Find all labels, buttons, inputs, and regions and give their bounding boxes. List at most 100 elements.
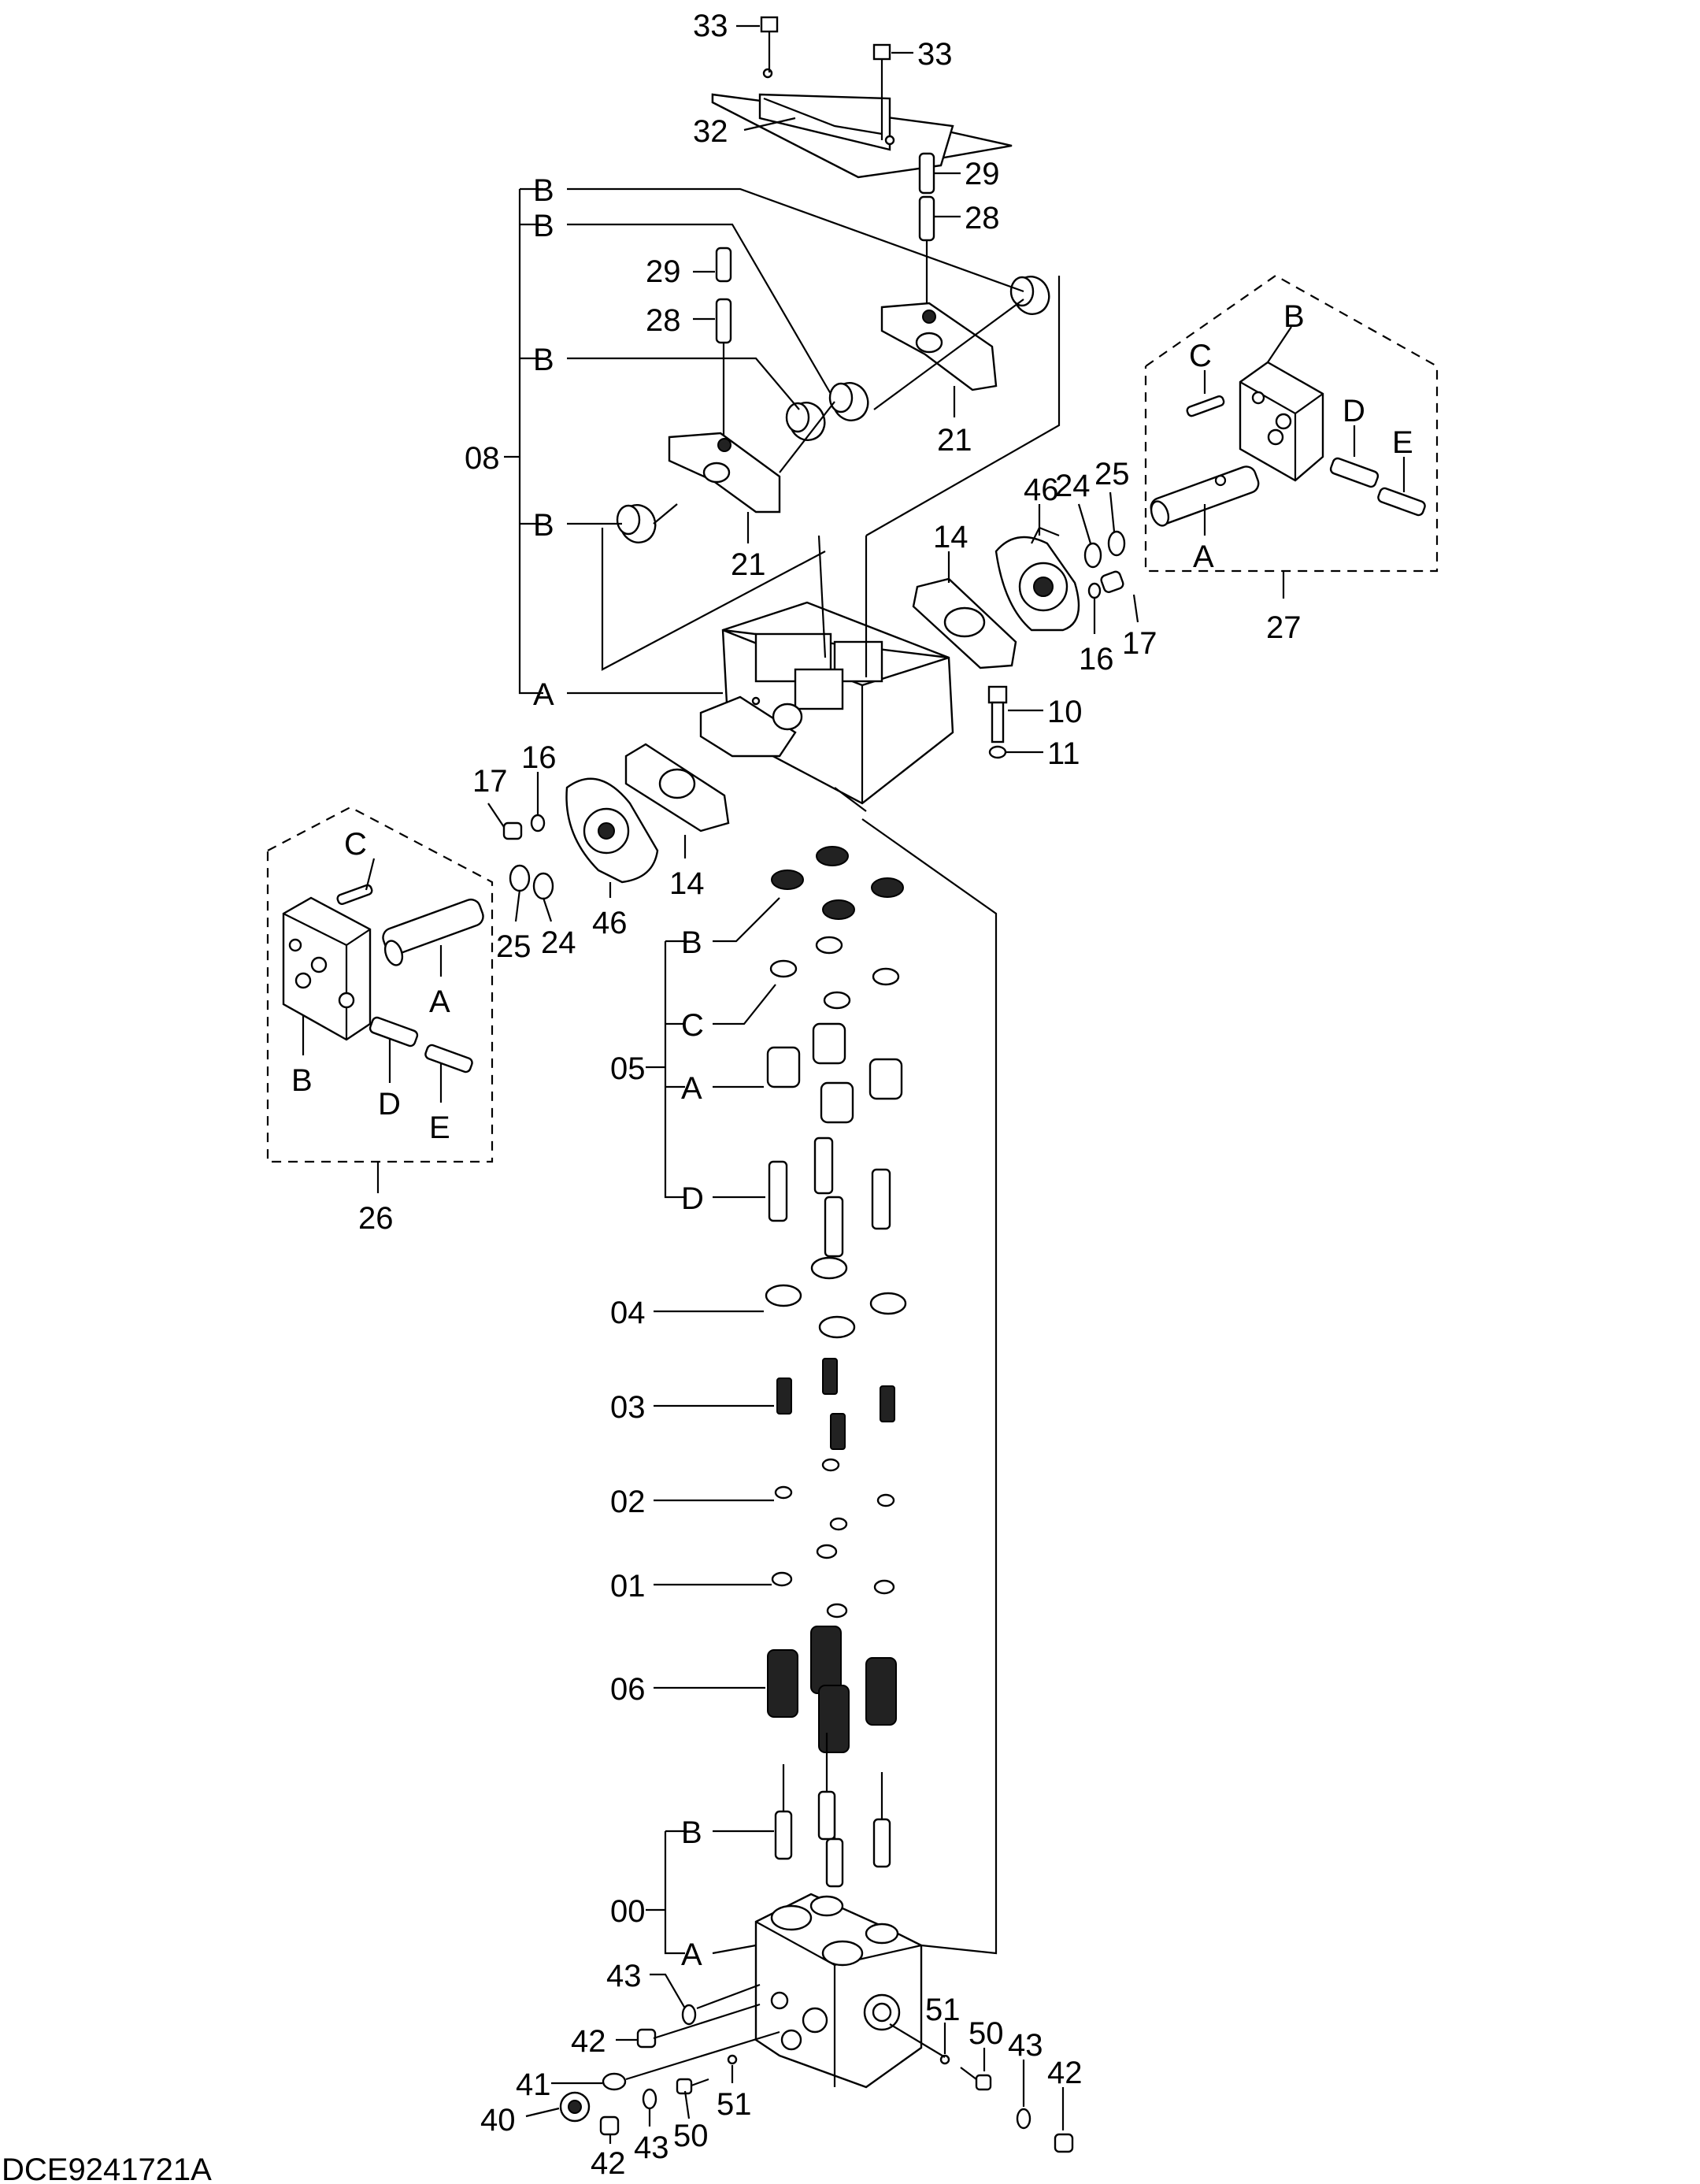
label-08-A: A [533, 677, 554, 712]
label-26-B: B [291, 1063, 313, 1098]
seat-04 [765, 1256, 907, 1339]
washer-16-left [530, 814, 546, 832]
bolt-33-left [760, 16, 779, 72]
seal-43-right [1016, 2108, 1031, 2130]
washer-11 [988, 745, 1007, 759]
label-42-lower-left: 42 [591, 2146, 626, 2181]
label-06: 06 [610, 1672, 646, 1707]
bushing-left-upper [785, 402, 826, 441]
plug-42-right [1054, 2133, 1074, 2153]
label-08: 08 [465, 441, 500, 476]
ball-51-left [727, 2054, 738, 2065]
label-24-left: 24 [541, 925, 576, 960]
cover-plate-32 [711, 68, 1013, 179]
label-33-left: 33 [693, 9, 728, 43]
label-26-E: E [429, 1111, 450, 1145]
label-14-left: 14 [669, 866, 705, 901]
pin-27-C [1186, 395, 1225, 417]
plate-14-left [624, 743, 730, 832]
label-42-right: 42 [1047, 2056, 1083, 2090]
drawing-id: DCE9241721A [2, 2152, 212, 2184]
label-11: 11 [1047, 736, 1080, 771]
label-50-right: 50 [969, 2016, 1004, 2051]
seal-41 [602, 2072, 627, 2091]
label-50-left: 50 [673, 2119, 709, 2153]
label-16-left: 16 [521, 740, 557, 775]
bushing-mid [828, 382, 869, 421]
label-27-D: D [1343, 394, 1365, 428]
label-27: 27 [1266, 610, 1302, 645]
label-05-A: A [681, 1071, 702, 1106]
label-46-left: 46 [592, 906, 628, 940]
valve-body-00-A [754, 1893, 923, 2089]
pin-27-E [1377, 487, 1426, 517]
label-00-B: B [681, 1815, 702, 1850]
label-05-C: C [681, 1008, 704, 1043]
spring-03 [776, 1358, 895, 1450]
spring-06 [767, 1626, 897, 1753]
label-02: 02 [610, 1485, 646, 1519]
label-27-E: E [1392, 425, 1413, 460]
bushing-upper-right [1009, 276, 1050, 315]
block-26-B [282, 896, 372, 1041]
cam-plate-21-left [668, 432, 781, 514]
block-27-B [1239, 361, 1324, 482]
label-28-left: 28 [646, 303, 681, 338]
label-26-C: C [344, 827, 367, 862]
cam-plate-21-right [880, 302, 998, 391]
label-29-left: 29 [646, 254, 681, 289]
ball-51-right [939, 2054, 950, 2065]
washer-05-C [769, 936, 900, 1010]
bolt-33-right [872, 43, 891, 140]
plug-40 [559, 2091, 591, 2123]
seal-43-left [681, 2004, 697, 2026]
plug-42-left-upper [636, 2028, 657, 2049]
label-05-B: B [681, 925, 702, 960]
label-26: 26 [358, 1201, 394, 1236]
label-41: 41 [516, 2067, 551, 2102]
label-00: 00 [610, 1894, 646, 1929]
label-16-right: 16 [1079, 642, 1114, 677]
label-25-right: 25 [1094, 457, 1130, 491]
screw-17-left [502, 821, 523, 840]
cover-46-left [565, 777, 659, 884]
casing-08-A [699, 601, 954, 812]
shaft-26-A [382, 898, 484, 966]
pin-29-upper [918, 152, 935, 195]
label-14-right: 14 [933, 520, 969, 554]
pin-26-D [369, 1016, 419, 1048]
label-40: 40 [480, 2103, 516, 2138]
label-27-A: A [1193, 540, 1214, 574]
label-17-right: 17 [1122, 626, 1157, 661]
pin-26-E [424, 1044, 473, 1073]
cover-46-right [994, 526, 1080, 632]
pusher-05-D [768, 1136, 891, 1258]
label-05-D: D [681, 1181, 704, 1216]
label-27-C: C [1189, 339, 1212, 373]
label-03: 03 [610, 1390, 646, 1425]
label-08-B1: B [533, 173, 554, 208]
label-04: 04 [610, 1296, 646, 1330]
pin-28-left [715, 298, 732, 441]
label-43-right: 43 [1008, 2028, 1043, 2063]
label-32: 32 [693, 114, 728, 149]
bushing-left-lower [616, 504, 657, 543]
spool-00-B [774, 1733, 891, 1888]
label-26-A: A [429, 984, 450, 1019]
label-08-B4: B [533, 508, 554, 543]
label-27-B: B [1283, 299, 1305, 334]
label-43-upper-left: 43 [606, 1959, 642, 1993]
label-29-upper: 29 [965, 157, 1000, 191]
label-46-right: 46 [1024, 473, 1059, 507]
label-01: 01 [610, 1569, 646, 1604]
label-24-right: 24 [1055, 469, 1091, 503]
label-51-left: 51 [717, 2087, 752, 2122]
seal-24-25-right [1083, 530, 1126, 569]
washer-01 [771, 1544, 895, 1619]
screw-17-washer-16-right [1087, 570, 1124, 599]
label-05: 05 [610, 1051, 646, 1086]
label-51-right: 51 [925, 1993, 961, 2027]
bolt-10 [987, 685, 1008, 743]
